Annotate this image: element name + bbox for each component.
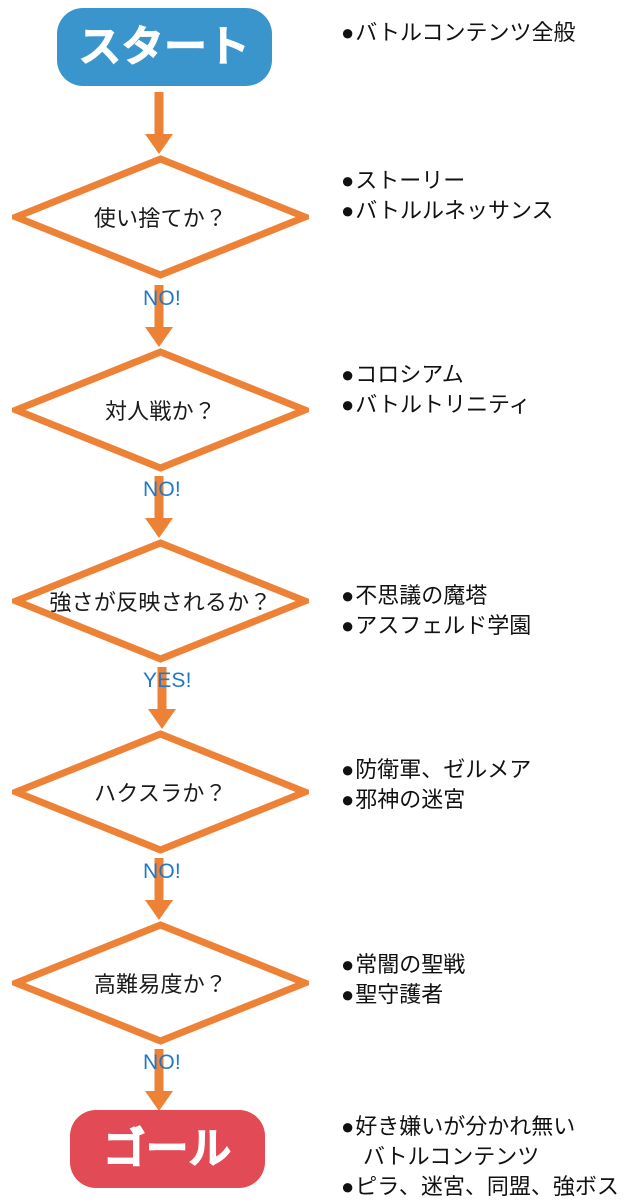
decision-disposable[interactable]: 使い捨てか？	[12, 155, 309, 279]
decision-hacknslash[interactable]: ハクスラか？	[12, 730, 309, 854]
arrow-head	[145, 134, 173, 154]
note-text: バトルコンテンツ	[363, 1144, 540, 1169]
note-start: ●バトルコンテンツ全般	[341, 18, 576, 48]
arrow-shaft	[154, 1049, 164, 1093]
goal-terminal-label: ゴール	[102, 1124, 232, 1173]
note-disposable: ●ストーリー ●バトルルネッサンス	[341, 166, 554, 226]
bullet-icon: ●	[341, 392, 355, 417]
start-terminal[interactable]: スタート	[57, 8, 272, 86]
bullet-icon: ●	[341, 613, 355, 638]
arrow-label: NO!	[143, 478, 181, 501]
arrow-difficulty-to-goal: NO!	[117, 1049, 201, 1111]
bullet-icon: ●	[341, 757, 355, 782]
note-text: 好き嫌いが分かれ無い	[355, 1114, 576, 1139]
note-line: ●聖守護者	[341, 980, 465, 1010]
bullet-icon: ●	[341, 1174, 355, 1199]
note-text: ピラ、迷宮、同盟、強ボス	[355, 1174, 619, 1199]
note-line-continuation: バトルコンテンツ	[341, 1142, 619, 1172]
note-line: ●常闇の聖戦	[341, 950, 465, 980]
note-pvp: ●コロシアム ●バトルトリニティ	[341, 360, 531, 420]
decision-pvp[interactable]: 対人戦か？	[12, 348, 309, 472]
start-terminal-label: スタート	[78, 22, 251, 71]
note-goal: ●好き嫌いが分かれ無い バトルコンテンツ ●ピラ、迷宮、同盟、強ボス	[341, 1112, 619, 1202]
bullet-icon: ●	[341, 952, 355, 977]
note-difficulty: ●常闇の聖戦 ●聖守護者	[341, 950, 465, 1010]
arrow-label: YES!	[143, 669, 192, 692]
note-power: ●不思議の魔塔 ●アスフェルド学園	[341, 581, 531, 641]
decision-label: 対人戦か？	[104, 399, 217, 424]
note-line: ●防衛軍、ゼルメア	[341, 755, 531, 785]
arrow-head	[148, 709, 176, 729]
bullet-icon: ●	[341, 583, 355, 608]
note-line: ●不思議の魔塔	[341, 581, 531, 611]
arrow-head	[145, 518, 173, 538]
bullet-icon: ●	[341, 362, 355, 387]
goal-terminal[interactable]: ゴール	[70, 1110, 265, 1188]
arrow-start-to-disposable	[117, 92, 201, 154]
arrow-head	[145, 327, 173, 347]
bullet-icon: ●	[341, 787, 355, 812]
decision-power[interactable]: 強さが反映されるか？	[12, 539, 309, 663]
decision-label: ハクスラか？	[94, 781, 227, 806]
arrow-head	[145, 900, 173, 920]
note-text: バトルトリニティ	[355, 392, 531, 417]
arrow-label: NO!	[143, 860, 181, 883]
decision-label: 強さが反映されるか？	[49, 590, 272, 615]
arrow-pvp-to-power: NO!	[117, 476, 201, 538]
diamond-shape	[12, 155, 309, 279]
decision-label: 高難易度か？	[93, 972, 228, 997]
note-line: ●バトルルネッサンス	[341, 196, 554, 226]
diamond-shape	[12, 921, 309, 1045]
note-text: 聖守護者	[355, 982, 444, 1007]
diamond-shape	[12, 348, 309, 472]
note-text: バトルコンテンツ全般	[355, 20, 576, 45]
note-line: ●好き嫌いが分かれ無い	[341, 1112, 619, 1142]
diamond-shape	[12, 539, 309, 663]
arrow-disposable-to-pvp: NO!	[117, 285, 201, 347]
note-line: ●邪神の迷宮	[341, 785, 531, 815]
note-line: ●バトルコンテンツ全般	[341, 18, 576, 48]
arrow-shaft	[154, 858, 164, 902]
note-text: コロシアム	[355, 362, 464, 387]
bullet-icon: ●	[341, 1114, 355, 1139]
arrow-label: NO!	[143, 287, 181, 310]
decision-difficulty[interactable]: 高難易度か？	[12, 921, 309, 1045]
note-text: 不思議の魔塔	[355, 583, 488, 608]
arrow-head	[145, 1091, 173, 1111]
bullet-icon: ●	[341, 20, 355, 45]
note-line: ●ピラ、迷宮、同盟、強ボス	[341, 1172, 619, 1202]
arrow-shaft	[154, 92, 164, 136]
bullet-icon: ●	[341, 168, 355, 193]
note-line: ●ストーリー	[341, 166, 554, 196]
diamond-shape	[12, 730, 309, 854]
arrow-shaft	[157, 667, 167, 711]
arrow-shaft	[154, 285, 164, 329]
note-text: 邪神の迷宮	[355, 787, 466, 812]
note-line: ●コロシアム	[341, 360, 531, 390]
note-text: アスフェルド学園	[355, 613, 532, 638]
note-hacknslash: ●防衛軍、ゼルメア ●邪神の迷宮	[341, 755, 531, 815]
note-text: 常闇の聖戦	[355, 952, 466, 977]
note-line: ●アスフェルド学園	[341, 611, 531, 641]
arrow-hacknslash-to-difficulty: NO!	[117, 858, 201, 920]
bullet-icon: ●	[341, 982, 355, 1007]
bullet-icon: ●	[341, 198, 355, 223]
note-line: ●バトルトリニティ	[341, 390, 531, 420]
decision-label: 使い捨てか？	[93, 206, 228, 231]
arrow-power-to-hacknslash: YES!	[117, 667, 207, 729]
arrow-label: NO!	[143, 1051, 181, 1074]
note-text: ストーリー	[355, 168, 466, 193]
note-text: バトルルネッサンス	[355, 198, 554, 223]
note-text: 防衛軍、ゼルメア	[355, 757, 532, 782]
arrow-shaft	[154, 476, 164, 520]
